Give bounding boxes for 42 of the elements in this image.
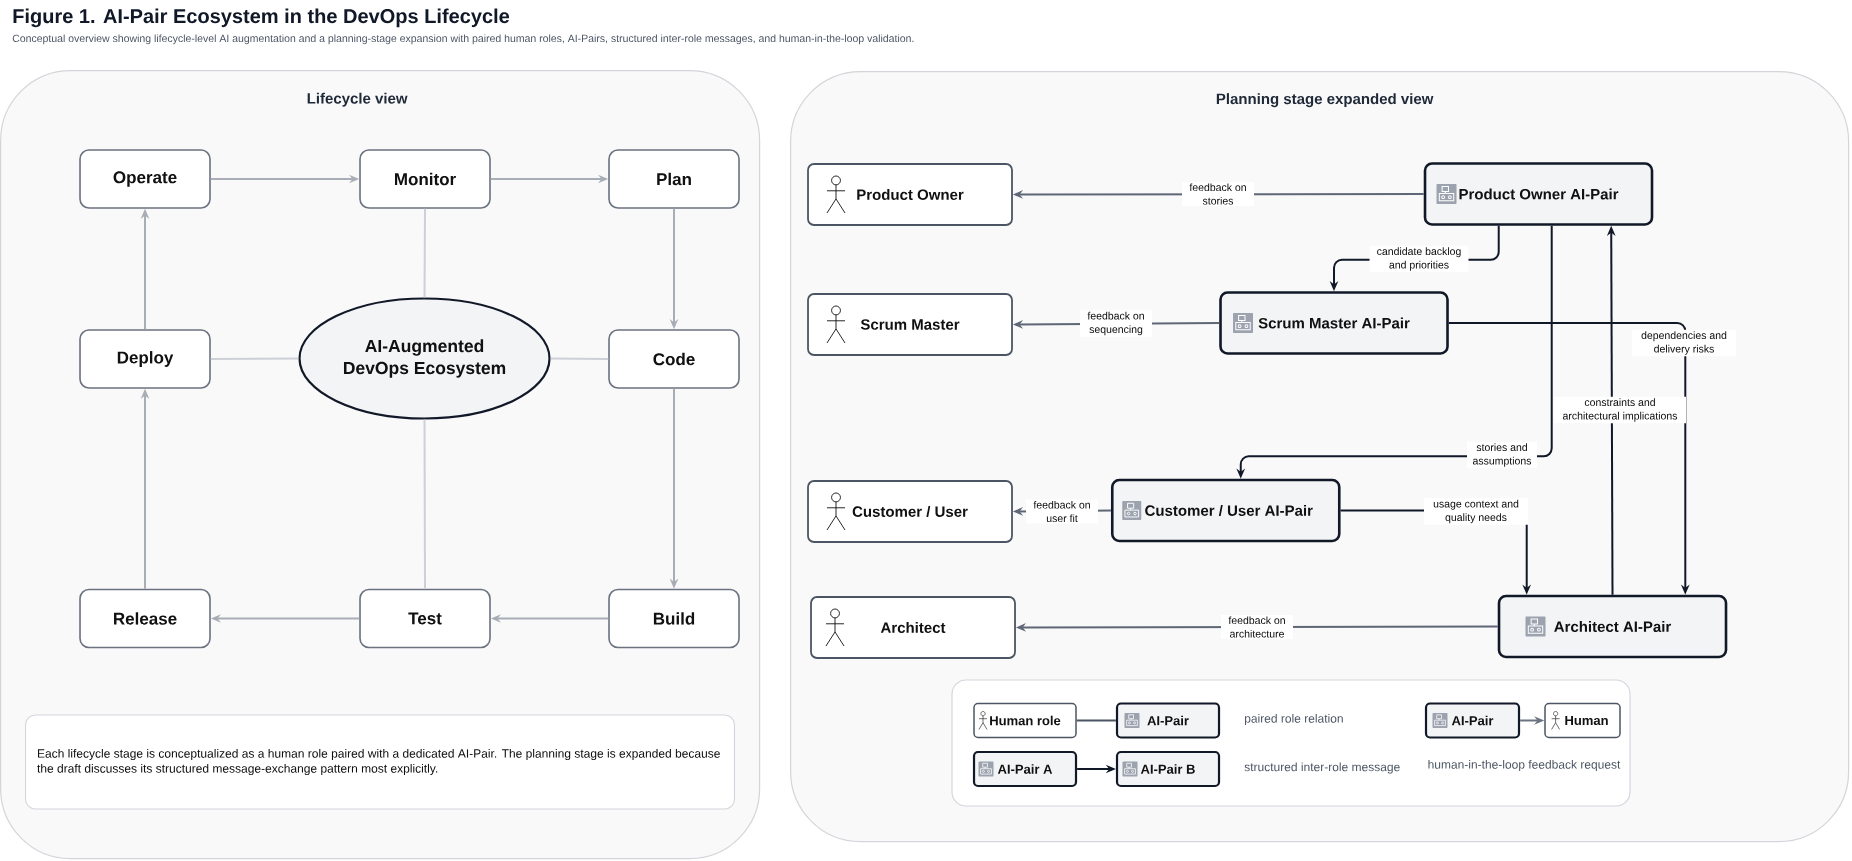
- role-box: Human role: [973, 702, 1077, 739]
- edge-label: stories and assumptions: [1467, 441, 1537, 469]
- edge-label: feedback on user fit: [1026, 499, 1098, 524]
- role-box: Human: [1544, 702, 1621, 739]
- legend-text: structured inter-role message: [1244, 762, 1400, 774]
- ai-pair-box: AI-Pair: [1115, 702, 1221, 739]
- ai-pair-box: AI-Pair: [1424, 702, 1521, 739]
- stage-box: Deploy: [79, 329, 211, 389]
- edge-label: usage context and quality needs: [1424, 498, 1528, 525]
- subtitle: Conceptual overview showing lifecycle-level AI augmentation and a planning-stage expansion with paired human roles, AI-Pairs, structured inter-role messages, and human-in-the-loop validation.: [12, 34, 914, 45]
- note-box: Each lifecycle stage is conceptualized as a human role paired with a dedicated AI-Pair. The planning stage is expanded because the draft discusses its structured message-exchange pattern most explicitly.: [24, 714, 736, 810]
- stage-box: Plan: [608, 149, 740, 209]
- edge-label: feedback on sequencing: [1080, 310, 1152, 337]
- role-box: Customer / User: [807, 480, 1013, 543]
- stage-box: Code: [608, 329, 740, 389]
- edge-label: feedback on stories: [1182, 181, 1254, 207]
- connector-line: [549, 357, 610, 360]
- edge-label: feedback on architecture: [1221, 614, 1293, 640]
- stage-box: Test: [359, 588, 491, 649]
- ai-pair-box: AI-Pair A: [972, 750, 1078, 788]
- connector-line: [423, 207, 426, 299]
- ai-pair-box: Product Owner AI-Pair: [1423, 162, 1654, 226]
- ai-pair-box: Scrum Master AI-Pair: [1219, 291, 1449, 355]
- edge-label: constraints and architectural implications: [1554, 396, 1686, 424]
- connector-line: [423, 418, 426, 590]
- legend-text: paired role relation: [1245, 713, 1343, 726]
- legend-text: human-in-the-loop feedback request: [1428, 759, 1621, 772]
- stage-box: Release: [79, 588, 211, 649]
- stage-box: Monitor: [359, 149, 491, 209]
- stage-box: Operate: [79, 149, 211, 209]
- role-box: Architect: [810, 596, 1016, 659]
- edge-label: candidate backlog and priorities: [1369, 245, 1469, 273]
- ai-pair-box: Customer / User AI-Pair: [1110, 478, 1341, 543]
- ai-pair-box: Architect AI-Pair: [1497, 594, 1728, 659]
- ai-pair-box: AI-Pair B: [1115, 750, 1221, 788]
- stage-box: Build: [608, 588, 740, 649]
- title: Figure 1. AI-Pair Ecosystem in the DevOps Lifecycle: [13, 8, 510, 28]
- connector-line: [209, 357, 300, 360]
- connector-line: [1075, 719, 1117, 722]
- role-box: Scrum Master: [807, 293, 1013, 356]
- role-box: Product Owner: [807, 163, 1013, 226]
- edge-label: dependencies and delivery risks: [1632, 329, 1736, 357]
